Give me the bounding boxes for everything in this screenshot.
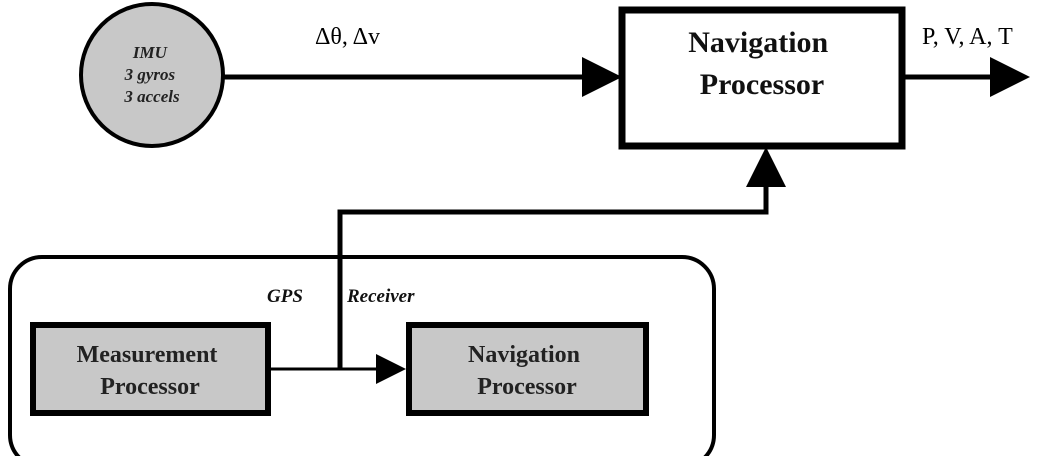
svg-text:Navigation Processor: Navigation Processor (468, 342, 586, 400)
imu-label: IMU (132, 43, 168, 62)
gps-nav-processor-box (406, 322, 649, 416)
measurement-processor-box (30, 322, 271, 416)
main-nav-processor-line1: Navigation (688, 26, 828, 59)
gps-to-nav-path (337, 147, 786, 368)
measurement-processor-line2: Processor (100, 374, 200, 400)
imu-gyros-label: 3 gyros (124, 65, 176, 84)
imu-circle (79, 2, 225, 148)
main-nav-processor-box (618, 6, 906, 150)
svg-text:Measurement Processor: Measurement Processor (77, 342, 224, 400)
gps-nav-processor-line1: Navigation (468, 342, 580, 368)
imu-output-label: Δθ, Δv (315, 24, 380, 50)
svg-text:IMU 3 gyros 3 accels: IMU 3 gyros 3 accels (123, 43, 180, 106)
gps-nav-processor-line2: Processor (477, 374, 577, 400)
gps-receiver-container (8, 255, 716, 456)
measurement-processor-line1: Measurement (77, 342, 218, 368)
imu-accels-label: 3 accels (123, 87, 180, 106)
gps-label: GPS (267, 286, 303, 307)
receiver-label: Receiver (346, 286, 415, 307)
output-label: P, V, A, T (922, 24, 1013, 50)
main-nav-processor-line2: Processor (700, 68, 824, 101)
svg-text:Navigation Processor: Navigation Processor (688, 26, 836, 101)
